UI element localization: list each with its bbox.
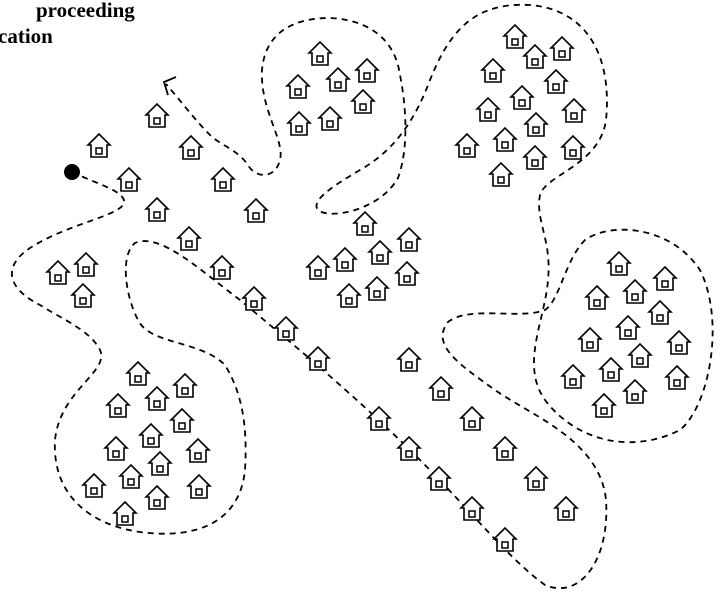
house-icon [665, 365, 689, 390]
house-icon [429, 376, 453, 401]
house-icon [368, 240, 392, 265]
house-icon [333, 247, 357, 272]
house-icon [353, 211, 377, 236]
house-icon [493, 527, 517, 552]
house-icon [481, 58, 505, 83]
house-icon [274, 316, 298, 341]
house-icon [623, 379, 647, 404]
house-icon [145, 197, 169, 222]
house-icon [104, 436, 128, 461]
house-icon [397, 347, 421, 372]
house-icon [308, 41, 332, 66]
house-icon [395, 261, 419, 286]
house-icon [578, 327, 602, 352]
house-icon [628, 343, 652, 368]
house-icon [460, 406, 484, 431]
house-icon [367, 406, 391, 431]
house-icon [242, 286, 266, 311]
caption-line-1: proceeding [36, 0, 135, 22]
house-icon [145, 485, 169, 510]
house-icon [397, 227, 421, 252]
house-icon [427, 466, 451, 491]
house-icon [210, 255, 234, 280]
house-icon [355, 58, 379, 83]
house-icon [351, 89, 375, 114]
house-icon [524, 112, 548, 137]
house-icon [455, 133, 479, 158]
house-icon [503, 24, 527, 49]
house-icon [616, 315, 640, 340]
house-icon [87, 133, 111, 158]
house-icon [211, 167, 235, 192]
house-icon [510, 85, 534, 110]
house-icon [170, 408, 194, 433]
house-icon [667, 330, 691, 355]
house-icon [365, 276, 389, 301]
house-icon [46, 260, 70, 285]
house-icon [117, 167, 141, 192]
house-icon [145, 386, 169, 411]
house-icon [460, 496, 484, 521]
house-icon [550, 36, 574, 61]
house-icon [397, 436, 421, 461]
house-icon [244, 198, 268, 223]
caption-line-2: cation [0, 24, 53, 48]
house-icon [126, 361, 150, 386]
house-icon [306, 346, 330, 371]
house-icon [145, 103, 169, 128]
house-icon [113, 501, 137, 526]
house-icon [187, 474, 211, 499]
house-icon [326, 67, 350, 92]
house-icon [82, 473, 106, 498]
house-icon [585, 285, 609, 310]
house-icon [186, 438, 210, 463]
house-icon [318, 106, 342, 131]
house-icon [173, 373, 197, 398]
house-icon [337, 283, 361, 308]
house-icon [592, 393, 616, 418]
house-icon [148, 451, 172, 476]
house-icon [653, 266, 677, 291]
house-icon [561, 135, 585, 160]
house-icon [286, 74, 310, 99]
house-icon [106, 393, 130, 418]
house-icon [306, 255, 330, 280]
house-icon [489, 162, 513, 187]
house-icon [139, 423, 163, 448]
direction-arrowhead-icon [162, 76, 177, 96]
house-icon [71, 283, 95, 308]
house-icon [523, 44, 547, 69]
start-point-dot [64, 164, 80, 180]
house-icon [607, 251, 631, 276]
house-icon [493, 127, 517, 152]
house-icon [74, 252, 98, 277]
house-icon [179, 135, 203, 160]
house-icon [561, 364, 585, 389]
house-icon [544, 69, 568, 94]
house-icon [524, 466, 548, 491]
house-icon [599, 357, 623, 382]
house-icon [119, 464, 143, 489]
house-icon [287, 111, 311, 136]
house-icon [554, 496, 578, 521]
house-icon [523, 145, 547, 170]
house-icon [476, 97, 500, 122]
house-icon [177, 226, 201, 251]
house-icon [562, 98, 586, 123]
walking-route-path [11, 3, 714, 590]
house-icon [493, 436, 517, 461]
house-icon [648, 300, 672, 325]
house-icon [623, 279, 647, 304]
